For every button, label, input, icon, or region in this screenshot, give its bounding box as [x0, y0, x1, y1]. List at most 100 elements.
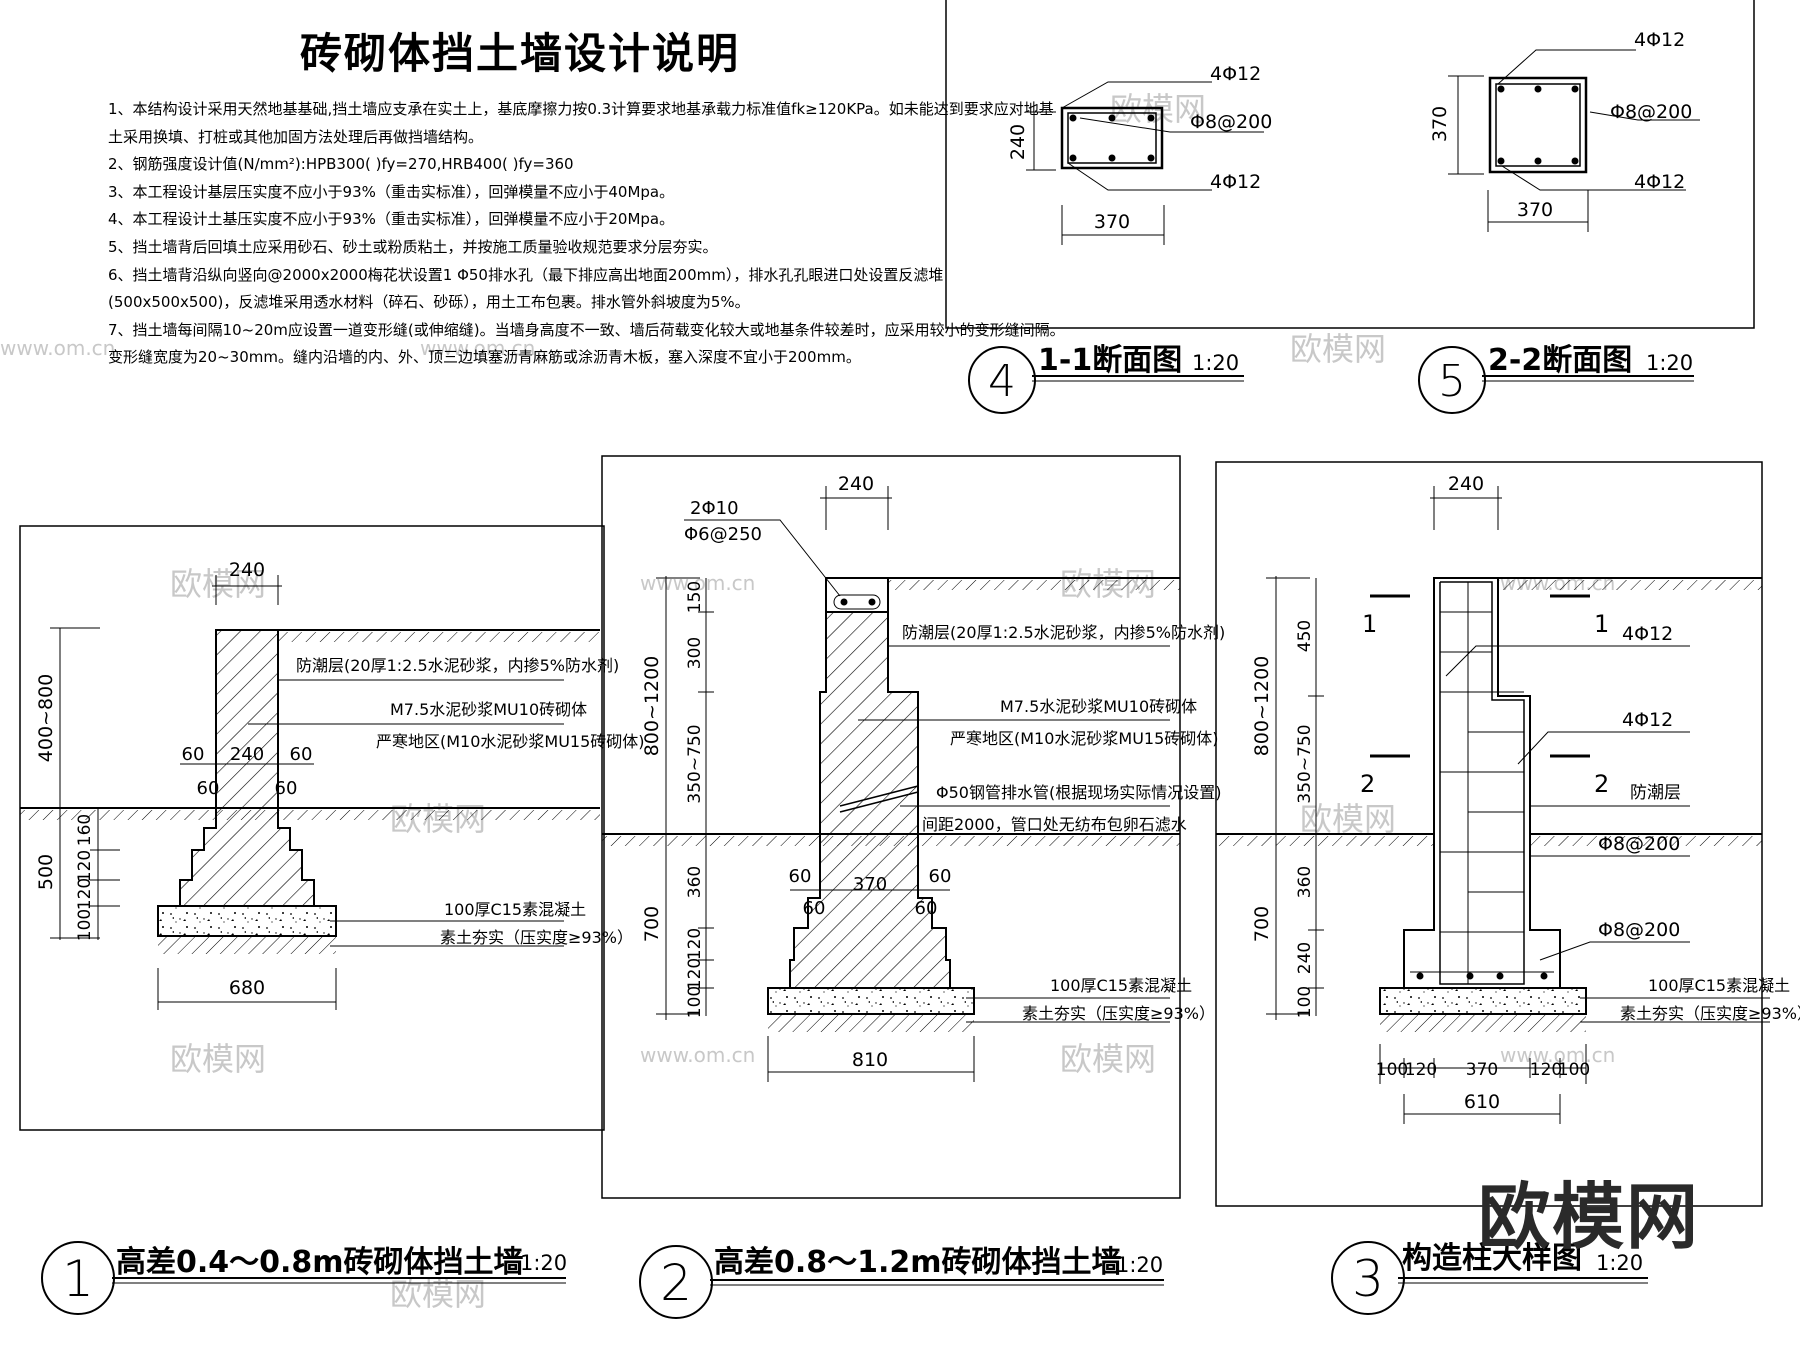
label-cold-region: 严寒地区(M10水泥砂浆MU15砖砌体): [950, 729, 1219, 748]
concrete-bed: [767, 987, 975, 1015]
label-concrete: 100厚C15素混凝土: [1648, 976, 1790, 995]
detail-title: 构造柱大样图: [1402, 1241, 1582, 1276]
dim-width: 370: [1094, 211, 1130, 233]
rebar-top-label: 4Φ12: [1634, 29, 1685, 51]
note-line: 5、挡土墙背后回填土应采用砂石、砂土或粉质粘土，并按施工质量验收规范要求分层夯实…: [108, 237, 718, 256]
dim-segment: 120: [685, 928, 705, 960]
brand-logo-text: 欧模网: [1478, 1175, 1701, 1259]
label-pipe: Φ50钢管排水管(根据现场实际情况设置): [936, 783, 1221, 802]
detail-title: 高差0.4～0.8m砖砌体挡土墙: [116, 1245, 524, 1280]
rebar-top-label: 4Φ12: [1210, 63, 1261, 85]
label-pipe-spacing: 间距2000，管口处无纺布包卵石滤水: [922, 815, 1187, 834]
dim-height: 370: [1429, 106, 1451, 142]
dim-segment: 350~750: [1295, 724, 1315, 803]
dim-segment: 100: [1558, 1060, 1590, 1080]
watermark-text: 欧模网: [170, 1040, 266, 1078]
dim-base: 610: [1464, 1091, 1500, 1113]
stirrup-label: Φ8@200: [1598, 919, 1680, 941]
dim-segment: 120: [1405, 1060, 1437, 1080]
dim-segment: 100: [1295, 986, 1315, 1018]
label-dpc: 防潮层(20厚1:2.5水泥砂浆，内掺5%防水剂): [902, 623, 1225, 642]
dim-height-lower: 700: [641, 906, 663, 942]
dim-top: 240: [838, 473, 874, 495]
label-soil: 素土夯实（压实度≥93%）: [1620, 1004, 1800, 1023]
detail-scale: 1:20: [1596, 1251, 1643, 1275]
section-number: 4: [988, 356, 1016, 407]
dim-height-upper: 800~1200: [641, 656, 663, 757]
watermark-text: 欧模网: [1060, 1040, 1156, 1078]
dim-step: 160: [75, 814, 95, 846]
stirrup-label: Φ6@250: [684, 524, 762, 545]
label-concrete: 100厚C15素混凝土: [444, 900, 586, 919]
section-title: 2-2断面图: [1488, 343, 1632, 378]
rebar-label: 2Φ10: [690, 498, 739, 519]
detail-scale: 1:20: [1116, 1253, 1163, 1277]
note-line: 6、挡土墙背沿纵向竖向@2000x2000梅花状设置1 Φ50排水孔（最下排应高…: [108, 265, 944, 284]
detail-scale: 1:20: [520, 1251, 567, 1275]
dim-offset: 60: [197, 778, 220, 799]
section-1-1-title: 4 1-1断面图 1:20: [968, 343, 1244, 414]
cap-beam: [825, 577, 889, 613]
wall-body: [179, 629, 315, 907]
design-notes: 1、本结构设计采用天然地基基础,挡土墙应支承在实土上，基底摩擦力按0.3计算要求…: [108, 96, 1065, 372]
detail-title: 高差0.8～1.2m砖砌体挡土墙: [714, 1245, 1122, 1280]
label-mortar: M7.5水泥砂浆MU10砖砌体: [390, 700, 587, 719]
document-title: 砖砌体挡土墙设计说明: [300, 29, 741, 78]
cut-mark-label: 1: [1594, 610, 1609, 638]
dim-segment: 450: [1295, 620, 1315, 652]
dim-segment: 150: [685, 581, 705, 613]
detail-number: 3: [1352, 1250, 1384, 1308]
section-number: 5: [1438, 356, 1466, 407]
section-2-2-title: 5 2-2断面图 1:20: [1418, 343, 1694, 414]
watermark-url: www.om.cn: [640, 1043, 755, 1067]
watermark-text: 欧模网: [1300, 800, 1396, 838]
dim-offset: 60: [275, 778, 298, 799]
watermark-url: www.om.cn: [1500, 1043, 1615, 1067]
dim-height: 240: [1007, 124, 1029, 160]
dim-segment: 120: [685, 958, 705, 990]
detail-number: 1: [62, 1250, 94, 1308]
dim-segment: 370: [1466, 1060, 1498, 1080]
dim-offset: 60: [789, 866, 812, 887]
stirrup-label: Φ8@200: [1598, 833, 1680, 855]
rebar-label: 4Φ12: [1622, 623, 1673, 645]
dim-offset: 60: [182, 744, 205, 765]
section-1-1: 4Φ12 Φ8@200 4Φ12 240 370: [1007, 63, 1272, 245]
compacted-soil: [158, 936, 336, 954]
section-title: 1-1断面图: [1038, 343, 1182, 378]
detail-number: 2: [660, 1254, 692, 1312]
concrete-bed: [1379, 987, 1587, 1015]
dim-segment: 100: [685, 986, 705, 1018]
compacted-soil: [768, 1014, 974, 1032]
watermark-text: 欧模网: [170, 565, 266, 603]
dim-top: 240: [229, 559, 265, 581]
dim-offset: 60: [915, 898, 938, 919]
cut-mark-label: 2: [1360, 770, 1375, 798]
detail-3: 1 1 2 2 240 800~1200 700 450 350~750 360…: [1215, 461, 1800, 1315]
note-line: 土采用换填、打桩或其他加固方法处理后再做挡墙结构。: [108, 127, 484, 146]
watermark-url: www.om.cn: [0, 336, 115, 360]
watermark-text: 欧模网: [1290, 330, 1386, 368]
dim-segment: 120: [1530, 1060, 1562, 1080]
section-panel: 4Φ12 Φ8@200 4Φ12 240 370 4Φ12 Φ8@200 4Φ1…: [945, 0, 1755, 414]
note-line: 2、钢筋强度设计值(N/mm²):HPB300( )fy=270,HRB400(…: [108, 155, 574, 174]
stirrup-label: Φ8@200: [1610, 101, 1692, 123]
column-body: [1403, 577, 1561, 989]
dim-base: 680: [229, 977, 265, 999]
dim-height-upper: 400~800: [35, 674, 57, 762]
label-cold-region: 严寒地区(M10水泥砂浆MU15砖砌体): [376, 732, 645, 751]
dim-segment: 300: [685, 637, 705, 669]
concrete-bed: [157, 905, 337, 937]
dim-offset: 60: [929, 866, 952, 887]
dim-wall: 370: [853, 874, 887, 895]
note-line: 变形缝宽度为20~30mm。缝内沿墙的内、外、顶三边填塞沥青麻筋或涂沥青木板，塞…: [108, 348, 861, 367]
stirrup-label: Φ8@200: [1190, 111, 1272, 133]
rebar-bottom-label: 4Φ12: [1634, 171, 1685, 193]
cut-mark-label: 2: [1594, 770, 1609, 798]
rebar-label: 4Φ12: [1622, 709, 1673, 731]
label-concrete: 100厚C15素混凝土: [1050, 976, 1192, 995]
note-line: 1、本结构设计采用天然地基基础,挡土墙应支承在实土上，基底摩擦力按0.3计算要求…: [108, 100, 1054, 118]
label-mortar: M7.5水泥砂浆MU10砖砌体: [1000, 697, 1197, 716]
dim-base: 810: [852, 1049, 888, 1071]
